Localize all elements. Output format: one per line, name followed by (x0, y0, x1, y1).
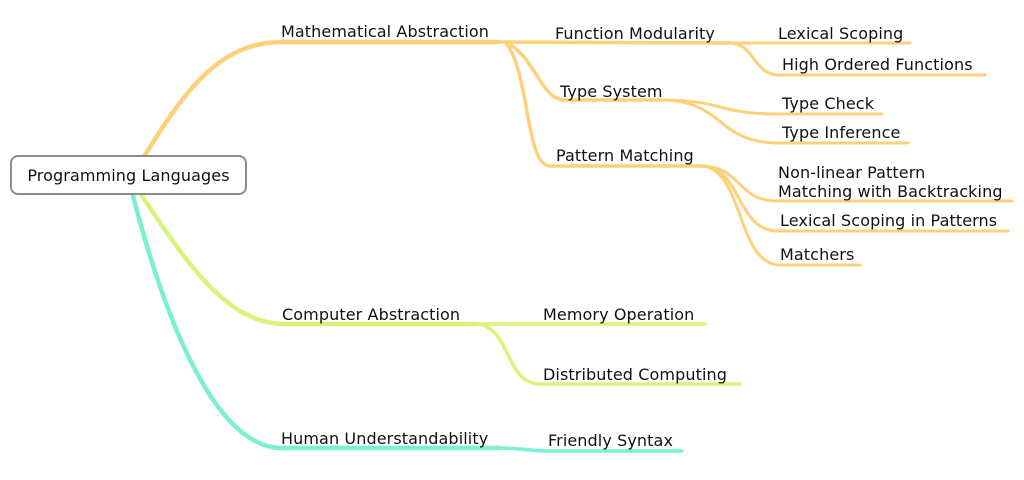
root-label: Programming Languages (27, 165, 230, 185)
node-distributed-computing[interactable]: Distributed Computing (543, 365, 728, 384)
node-nonlinear-pattern-line1[interactable]: Non-linear Pattern (778, 163, 926, 182)
connector-function-modularity (496, 40, 732, 45)
connector-root-mathematical (142, 39, 501, 158)
connector-type-inference (658, 98, 910, 145)
connector-root-human (130, 193, 501, 451)
node-lexical-scoping[interactable]: Lexical Scoping (778, 24, 904, 43)
node-nonlinear-pattern-line2[interactable]: Matching with Backtracking (778, 182, 1003, 201)
node-pattern-matching[interactable]: Pattern Matching (556, 146, 694, 165)
node-type-system[interactable]: Type System (560, 82, 663, 101)
node-human-understandability[interactable]: Human Understandability (281, 429, 489, 448)
node-computer-abstraction[interactable]: Computer Abstraction (282, 305, 461, 324)
connector-pattern-matching (503, 40, 704, 168)
node-memory-operation[interactable]: Memory Operation (543, 305, 695, 324)
node-type-check[interactable]: Type Check (782, 94, 875, 113)
connector-root-computer (139, 193, 478, 327)
node-mathematical-abstraction[interactable]: Mathematical Abstraction (281, 22, 490, 41)
connector-matchers (698, 164, 862, 267)
root-node[interactable]: Programming Languages (10, 155, 247, 195)
node-high-ordered-functions[interactable]: High Ordered Functions (782, 55, 973, 74)
connector-type-system (503, 40, 664, 102)
node-matchers[interactable]: Matchers (780, 245, 855, 264)
node-lexical-scoping-in-patterns[interactable]: Lexical Scoping in Patterns (780, 211, 998, 230)
connector-distributed-computing (473, 322, 742, 386)
node-friendly-syntax[interactable]: Friendly Syntax (548, 431, 674, 450)
connector-friendly-syntax (496, 446, 684, 453)
node-function-modularity[interactable]: Function Modularity (555, 24, 715, 43)
node-type-inference[interactable]: Type Inference (782, 123, 901, 142)
connector-high-ordered-functions (726, 41, 987, 77)
